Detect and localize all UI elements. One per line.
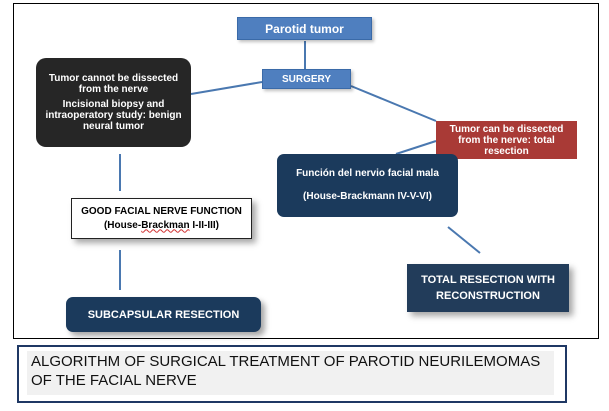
parotid-tumor-label: Parotid tumor: [265, 21, 344, 36]
caption-text: ALGORITHM OF SURGICAL TREATMENT OF PAROT…: [27, 351, 554, 395]
bad-facial-function-node: Función del nervio facial mala (House-Br…: [277, 154, 458, 217]
surgery-node: SURGERY: [262, 69, 351, 89]
subcapsular-resection-node: SUBCAPSULAR RESECTION: [66, 297, 261, 332]
cannot-dissect-node: Tumor cannot be dissected from the nerve…: [36, 58, 191, 147]
biopsy-label: Incisional biopsy and intraoperatory stu…: [45, 99, 182, 132]
good-function-grade-word: Brackman: [141, 219, 190, 231]
total-resection-label: TOTAL RESECTION WITH RECONSTRUCTION: [421, 274, 555, 302]
can-dissect-label: Tumor can be dissected from the nerve: t…: [449, 123, 564, 157]
total-resection-node: TOTAL RESECTION WITH RECONSTRUCTION: [407, 264, 569, 312]
connector-surgery-can: [350, 85, 437, 122]
good-function-grade-post: I-II-III): [189, 219, 220, 231]
good-facial-function-node: GOOD FACIAL NERVE FUNCTION (House-Brackm…: [71, 198, 252, 239]
parotid-tumor-node: Parotid tumor: [237, 17, 372, 40]
connector-bad-total: [447, 226, 481, 254]
figure-caption: ALGORITHM OF SURGICAL TREATMENT OF PAROT…: [17, 345, 567, 403]
bad-function-label: Función del nervio facial mala: [296, 167, 439, 179]
connector-surgery-cannot: [190, 81, 263, 95]
surgery-label: SURGERY: [281, 73, 332, 85]
bad-function-grade: (House-Brackmann IV-V-VI): [303, 191, 432, 203]
good-function-label: GOOD FACIAL NERVE FUNCTION: [81, 205, 242, 217]
good-function-grade: (House-Brackman I-II-III): [104, 219, 219, 233]
can-dissect-node: Tumor can be dissected from the nerve: t…: [436, 121, 577, 159]
connector-can-bad: [395, 140, 437, 155]
subcapsular-label: SUBCAPSULAR RESECTION: [87, 308, 240, 321]
cannot-dissect-label: Tumor cannot be dissected from the nerve: [48, 73, 179, 95]
good-function-grade-pre: (House-: [103, 219, 142, 231]
